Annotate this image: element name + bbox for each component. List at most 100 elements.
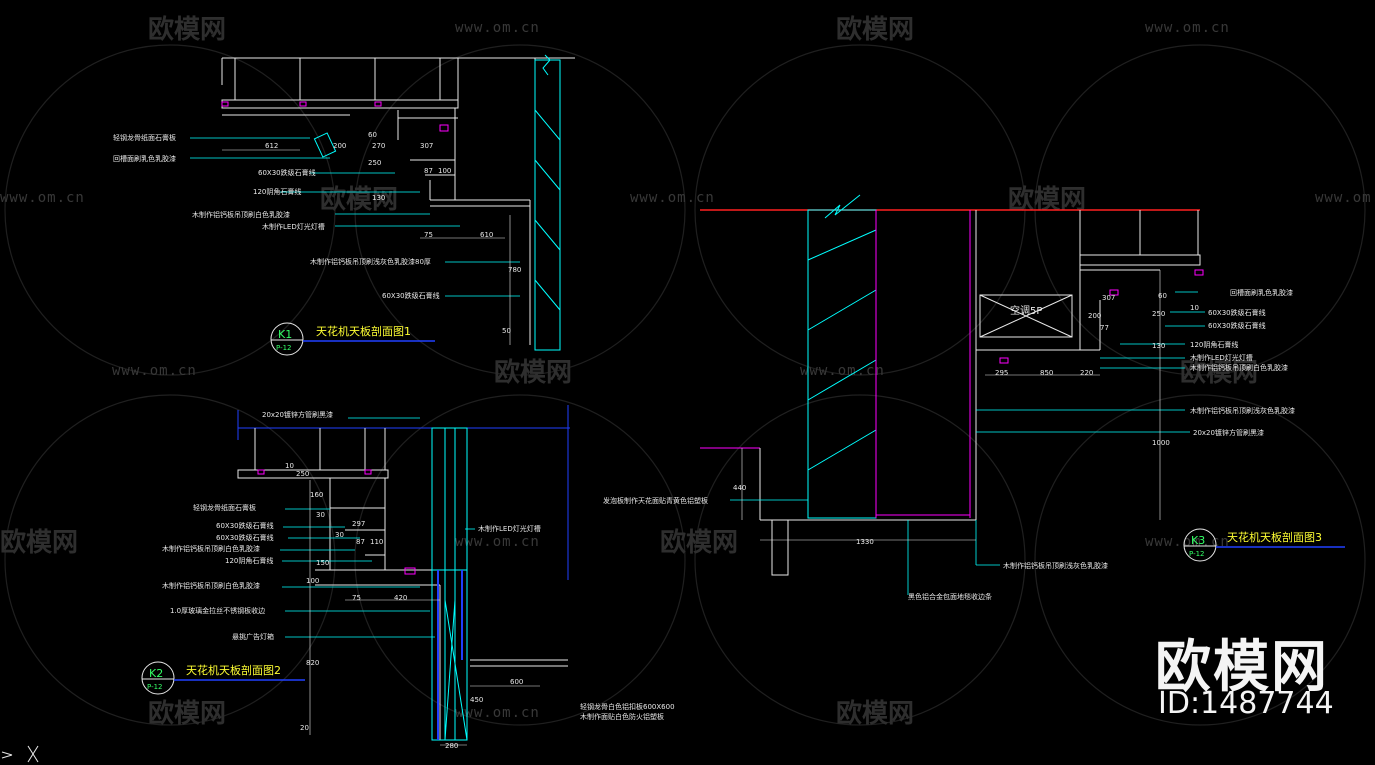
model-id-text: ID:1487744 bbox=[1158, 686, 1334, 721]
k1-label: 60X30跌级石膏线 bbox=[258, 168, 316, 177]
k1-dim: 130 bbox=[372, 194, 385, 202]
k2-label: 悬挑广告灯箱 bbox=[232, 632, 274, 641]
section-k3: 空调5P 307 60 10 200 bbox=[603, 194, 1345, 601]
k1-callout-circle bbox=[270, 322, 304, 356]
k1-dim: 307 bbox=[420, 142, 433, 150]
k2-label: 轻钢龙骨纸面石膏板 bbox=[193, 503, 256, 512]
watermark-url: www.om.cn bbox=[455, 534, 540, 550]
k1-dim: 87 bbox=[424, 167, 433, 175]
k2-dim: 297 bbox=[352, 520, 365, 528]
watermark-url: www.om.cn bbox=[455, 20, 540, 36]
section-k1: 612 200 270 60 307 250 87 100 130 75 610… bbox=[113, 54, 575, 356]
k3-label: 发泡板制作天花面贴青黄色铝塑板 bbox=[603, 496, 708, 505]
k3-title: 天花机天板剖面图3 bbox=[1227, 530, 1322, 544]
k1-dim: 75 bbox=[424, 231, 433, 239]
watermark-brand: 欧模网 bbox=[1180, 357, 1258, 388]
k3-label: 回槽面刷乳色乳胶漆 bbox=[1230, 288, 1293, 297]
watermark-layer: www.om.cn www.om.cn www.om.cn www.om.cn … bbox=[0, 14, 1375, 729]
k2-label: 木制作面贴白色防火铝塑板 bbox=[580, 712, 664, 721]
watermark-brand: 欧模网 bbox=[148, 14, 226, 45]
k3-dim: 60 bbox=[1158, 292, 1167, 300]
ac-unit-label: 空调5P bbox=[1010, 304, 1042, 317]
k2-label: 木制作LED灯光灯槽 bbox=[478, 524, 541, 533]
k3-dim: 850 bbox=[1040, 369, 1053, 377]
watermark-brand: 欧模网 bbox=[660, 527, 738, 558]
k1-label: 木制作铝钙板吊顶刷浅灰色乳胶漆80厚 bbox=[310, 257, 431, 266]
k2-callout-circle bbox=[141, 661, 175, 695]
k1-title: 天花机天板剖面图1 bbox=[316, 324, 411, 338]
k2-dim: 450 bbox=[470, 696, 483, 704]
watermark-brand: 欧模网 bbox=[0, 527, 78, 558]
k2-dim: 600 bbox=[510, 678, 523, 686]
k3-dim: 295 bbox=[995, 369, 1008, 377]
watermark-url: www.om.cn bbox=[1315, 190, 1375, 206]
watermark-brand: 欧模网 bbox=[320, 184, 398, 215]
k2-label: 20x20镀锌方管刷黑漆 bbox=[262, 410, 333, 419]
k2-dim: 110 bbox=[370, 538, 383, 546]
section-k2: 10 250 160 30 297 87 110 30 75 420 150 1… bbox=[141, 405, 675, 750]
k2-dim: 10 bbox=[285, 462, 294, 470]
k3-dim: 220 bbox=[1080, 369, 1093, 377]
k3-label: 木制作铝钙板吊顶刷浅灰色乳胶漆 bbox=[1190, 406, 1295, 415]
k2-label: 木制作铝钙板吊顶刷白色乳胶漆 bbox=[162, 581, 260, 590]
k3-dim: 440 bbox=[733, 484, 746, 492]
k1-label: 60X30跌级石膏线 bbox=[382, 291, 440, 300]
k1-dim: 610 bbox=[480, 231, 493, 239]
watermark-brand: 欧模网 bbox=[836, 14, 914, 45]
k2-dim: 150 bbox=[316, 559, 329, 567]
k1-dim: 100 bbox=[438, 167, 451, 175]
k2-dim: 420 bbox=[394, 594, 407, 602]
k3-dim: 307 bbox=[1102, 294, 1115, 302]
k3-dim: 200 bbox=[1088, 312, 1101, 320]
k2-title: 天花机天板剖面图2 bbox=[186, 663, 281, 677]
k1-dim: 780 bbox=[508, 266, 521, 274]
k3-sheet: P-12 bbox=[1189, 550, 1205, 558]
k1-label: 木制作铝钙板吊顶刷白色乳胶漆 bbox=[192, 210, 290, 219]
k2-dim: 820 bbox=[306, 659, 319, 667]
watermark-url: www.om.cn bbox=[455, 705, 540, 721]
k3-dim: 10 bbox=[1190, 304, 1199, 312]
k2-label: 轻钢龙骨白色铝扣板600X600 bbox=[580, 702, 675, 711]
k3-label: 木制作铝钙板吊顶刷浅灰色乳胶漆 bbox=[1003, 561, 1108, 570]
k2-dim: 250 bbox=[296, 470, 309, 478]
k2-label: 60X30跌级石膏线 bbox=[216, 533, 274, 542]
k1-label: 回槽面刷乳色乳胶漆 bbox=[113, 154, 176, 163]
k1-dim: 270 bbox=[372, 142, 385, 150]
k1-dim: 250 bbox=[368, 159, 381, 167]
watermark-url: www.om.cn bbox=[1145, 20, 1230, 36]
k3-dim: 77 bbox=[1100, 324, 1109, 332]
k2-dim: 20 bbox=[300, 724, 309, 732]
watermark-url: www.om.cn bbox=[0, 190, 85, 206]
k3-label: 20x20镀锌方管刷黑漆 bbox=[1193, 428, 1264, 437]
k3-label: 黑色铝合金包面地毯收边条 bbox=[908, 592, 992, 601]
ac-unit bbox=[979, 294, 1073, 338]
k3-label: 木制作LED灯光灯槽 bbox=[1190, 353, 1253, 362]
k3-label: 120阴角石膏线 bbox=[1190, 340, 1238, 349]
k3-label: 60X30跌级石膏线 bbox=[1208, 321, 1266, 330]
watermark-brand: 欧模网 bbox=[148, 698, 226, 729]
watermark-brand: 欧模网 bbox=[494, 357, 572, 388]
k2-dim: 30 bbox=[335, 531, 344, 539]
k3-label: 60X30跌级石膏线 bbox=[1208, 308, 1266, 317]
watermark-brand: 欧模网 bbox=[836, 698, 914, 729]
k2-dim: 280 bbox=[445, 742, 458, 750]
brand-logo-text: 欧模网 bbox=[1155, 635, 1329, 700]
k3-label: 木制作铝钙板吊顶刷白色乳胶漆 bbox=[1190, 363, 1288, 372]
k2-label: 1.0厚玻璃金拉丝不锈钢板收边 bbox=[170, 606, 265, 615]
k3-tag: K3 bbox=[1191, 534, 1205, 547]
k1-dim: 60 bbox=[368, 131, 377, 139]
k1-dim: 200 bbox=[333, 142, 346, 150]
k2-tag: K2 bbox=[149, 667, 163, 680]
k1-label: 120阴角石膏线 bbox=[253, 187, 301, 196]
k2-label: 木制作铝钙板吊顶刷白色乳胶漆 bbox=[162, 544, 260, 553]
k3-dim: 1330 bbox=[856, 538, 874, 546]
k2-dim: 87 bbox=[356, 538, 365, 546]
k2-label: 60X30跌级石膏线 bbox=[216, 521, 274, 530]
k2-dim: 30 bbox=[316, 511, 325, 519]
k1-sheet: P-12 bbox=[276, 344, 292, 352]
k2-dim: 160 bbox=[310, 491, 323, 499]
k3-dim: 1000 bbox=[1152, 439, 1170, 447]
k1-dim: 50 bbox=[502, 327, 511, 335]
k1-tag: K1 bbox=[278, 328, 292, 341]
